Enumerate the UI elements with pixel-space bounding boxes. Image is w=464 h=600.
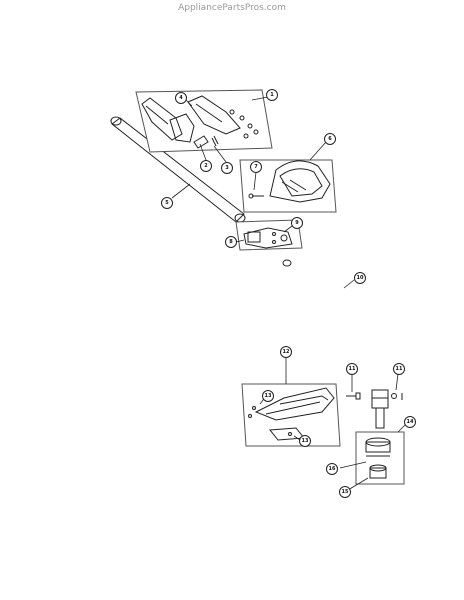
callout-4: 4 bbox=[175, 92, 187, 104]
svg-text:4: 4 bbox=[179, 95, 183, 101]
svg-text:3: 3 bbox=[225, 165, 229, 171]
svg-text:5: 5 bbox=[165, 200, 169, 206]
svg-text:7: 7 bbox=[254, 164, 258, 170]
callout-11-left: 11 bbox=[346, 363, 358, 375]
svg-text:6: 6 bbox=[328, 136, 332, 142]
callout-16: 16 bbox=[326, 463, 338, 475]
callout-15: 15 bbox=[339, 486, 351, 498]
callout-1: 1 bbox=[266, 89, 278, 101]
svg-text:11: 11 bbox=[349, 366, 356, 372]
callout-3: 3 bbox=[221, 162, 233, 174]
svg-text:9: 9 bbox=[295, 220, 299, 226]
callout-13-upper: 13 bbox=[262, 390, 274, 402]
callout-5: 5 bbox=[161, 197, 173, 209]
guard-panel bbox=[239, 159, 337, 213]
svg-text:14: 14 bbox=[407, 419, 414, 425]
spool-panel bbox=[355, 431, 405, 485]
coupler-panel bbox=[235, 219, 303, 251]
svg-text:13: 13 bbox=[265, 393, 272, 399]
svg-text:16: 16 bbox=[329, 466, 336, 472]
callout-2: 2 bbox=[200, 160, 212, 172]
callout-7: 7 bbox=[250, 161, 262, 173]
handle-housing-panel bbox=[135, 89, 273, 153]
watermark-text: AppliancePartsPros.com bbox=[178, 3, 286, 13]
svg-text:13: 13 bbox=[302, 438, 309, 444]
svg-text:8: 8 bbox=[229, 239, 233, 245]
svg-text:11: 11 bbox=[396, 366, 403, 372]
svg-text:10: 10 bbox=[357, 275, 364, 281]
svg-text:15: 15 bbox=[342, 489, 349, 495]
lower-curved-shaft bbox=[282, 259, 389, 429]
svg-text:2: 2 bbox=[204, 163, 208, 169]
callout-9: 9 bbox=[291, 217, 303, 229]
callout-6: 6 bbox=[324, 133, 336, 145]
svg-text:12: 12 bbox=[283, 349, 290, 355]
callout-8: 8 bbox=[225, 236, 237, 248]
svg-text:1: 1 bbox=[270, 92, 274, 98]
callout-14: 14 bbox=[404, 416, 416, 428]
clamp-fasteners bbox=[346, 392, 403, 400]
callout-12: 12 bbox=[280, 346, 292, 358]
guard-assembly-panel bbox=[241, 383, 341, 447]
callout-13-lower: 13 bbox=[299, 435, 311, 447]
callout-11-right: 11 bbox=[393, 363, 405, 375]
leader-lines bbox=[171, 96, 407, 491]
callout-10: 10 bbox=[354, 272, 366, 284]
